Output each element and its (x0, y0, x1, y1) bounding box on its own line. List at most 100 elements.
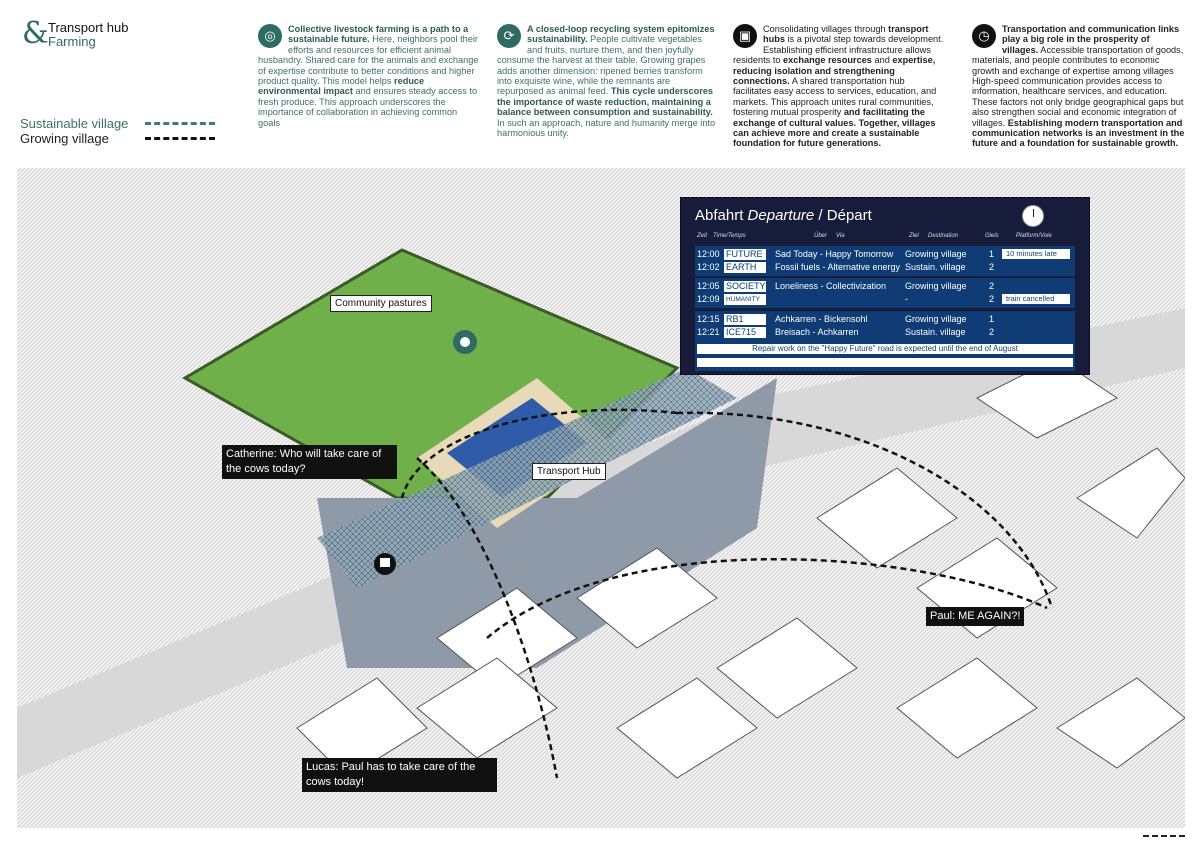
train-name: ICE715 (724, 327, 766, 338)
title-line-1: Transport hub (48, 20, 129, 35)
clock-icon: ◷ (972, 24, 996, 48)
route-via: Loneliness - Collectivization (775, 281, 887, 291)
header-time: Time/Temps (713, 233, 746, 239)
text: Consolidating villages through (763, 24, 889, 34)
plaza (317, 378, 777, 668)
board-title: Abfahrt Departure / Départ (695, 207, 872, 224)
legend-sustainable: Sustainable village (20, 116, 215, 131)
track-number: 2 (989, 327, 995, 337)
header-gleis: Gleis (985, 233, 999, 239)
status-note: 10 minutes late (1002, 249, 1070, 259)
text-recycling: ⟳ A closed-loop recycling system epitomi… (497, 24, 717, 138)
text-communication: ◷ Transportation and communication links… (972, 24, 1188, 149)
title-line-2: Farming (48, 34, 96, 49)
text-livestock: ◎ Collective livestock farming is a path… (258, 24, 480, 128)
text: and ensures steady access to fresh produ… (258, 86, 478, 128)
clock-icon (1022, 205, 1044, 227)
train-pin-icon (374, 553, 396, 575)
departure-time: 12:00 (697, 249, 720, 259)
legend: Sustainable village Growing village (20, 116, 215, 146)
track-number: 2 (989, 262, 995, 272)
title-fr: Départ (826, 207, 872, 224)
header-ziel: Ziel (909, 233, 919, 239)
text: In such an approach, nature and humanity… (497, 117, 716, 139)
text: A shared transportation hub facilitates … (733, 76, 937, 118)
train-name: FUTURE (724, 249, 766, 260)
bold: Transportation and communication links p… (1002, 24, 1180, 55)
separator: / (814, 207, 827, 224)
glass-station (317, 368, 737, 588)
departure-row: 12:09 HUMANITY - 2 train cancelled (695, 293, 1075, 306)
ampersand: & (22, 16, 49, 51)
text: People cultivate vegetables and fruits, … (497, 34, 706, 97)
route-via: Breisach - Achkarren (775, 327, 859, 337)
bold: This cycle underscores the importance of… (497, 86, 714, 118)
header-zeit: Zeit (697, 233, 708, 239)
train-name: HUMANITY (724, 294, 766, 305)
train-name: SOCIETY (724, 281, 766, 292)
bold: exchange resources (783, 55, 872, 66)
destination: Sustain. village (905, 262, 966, 272)
legend-label: Growing village (20, 131, 109, 146)
callout-pastures: Community pastures (330, 295, 432, 312)
departure-board: Abfahrt Departure / Départ Zeit Time/Tem… (680, 197, 1090, 375)
callout-paul: Paul: ME AGAIN?! (926, 607, 1025, 626)
bold: and facilitating the exchange of cultura… (733, 107, 936, 149)
train-icon: ▣ (733, 24, 757, 48)
bold: Collective livestock farming is a path t… (288, 24, 469, 45)
departure-row: 12:05 SOCIETY Loneliness - Collectivizatio… (695, 280, 1075, 293)
callout-transport-hub: Transport Hub (532, 463, 606, 480)
header-destination: Destination (928, 233, 959, 239)
departure-time: 12:21 (697, 327, 720, 337)
callout-catherine: Catherine: Who will take care of the cow… (222, 445, 397, 479)
departure-time: 12:05 (697, 281, 720, 291)
departure-row: 12:00 FUTURE Sad Today - Happy Tomorrow Gro… (695, 248, 1075, 261)
notice-text: Repair work on the "Happy Future" road i… (697, 344, 1073, 354)
route-via: Fossil fuels - Alternative energy (775, 262, 901, 272)
departure-row: 12:21 ICE715 Breisach - Achkarren Sustain. … (695, 326, 1075, 339)
recycle-icon: ⟳ (497, 24, 521, 48)
location-pin-icon (453, 330, 477, 354)
destination: Sustain. village (905, 327, 966, 337)
departure-row: 12:02 EARTH Fossil fuels - Alternative ene… (695, 261, 1075, 274)
notice-empty-line (697, 358, 1073, 367)
legend-label: Sustainable village (20, 116, 129, 131)
departure-time: 12:02 (697, 262, 720, 272)
header-via: Via (836, 233, 845, 239)
route-via: Sad Today - Happy Tomorrow (775, 249, 894, 259)
departure-group: 12:05 SOCIETY Loneliness - Collectivizatio… (695, 278, 1075, 308)
header-uber: Über (814, 233, 828, 239)
legend-growing: Growing village (20, 131, 215, 146)
text: is a pivotal step towards development. E… (733, 34, 944, 66)
livestock-icon: ◎ (258, 24, 282, 48)
dash-line-green (145, 122, 215, 125)
text: Accessible transportation of goods, mate… (972, 44, 1184, 128)
title-en: Departure (747, 207, 815, 224)
departure-time: 12:09 (697, 294, 720, 304)
callout-lucas: Lucas: Paul has to take care of the cows… (302, 758, 497, 792)
status-note: train cancelled (1002, 294, 1070, 304)
destination: Growing village (905, 249, 967, 259)
rail-track (17, 308, 1185, 778)
route-via: Achkarren - Bickensohl (775, 314, 868, 324)
track-number: 1 (989, 249, 995, 259)
dash-line-black (145, 137, 215, 140)
notice-panel: Repair work on the "Happy Future" road i… (695, 341, 1075, 371)
text: and (871, 55, 893, 66)
destination: - (905, 294, 908, 304)
train-name: EARTH (724, 262, 766, 273)
bold: transport hubs (763, 24, 929, 45)
bold: A closed-loop recycling system epitomize… (527, 24, 715, 45)
destination: Growing village (905, 281, 967, 291)
departure-group: 12:00 FUTURE Sad Today - Happy Tomorrow Gro… (695, 246, 1075, 276)
bold: expertise, reducing isolation and streng… (733, 55, 936, 87)
route-arrows (400, 408, 1054, 779)
departure-time: 12:15 (697, 314, 720, 324)
isometric-illustration: Community pastures Catherine: Who will t… (17, 168, 1185, 828)
destination: Growing village (905, 314, 967, 324)
text-transport-hubs: ▣ Consolidating villages through transpo… (733, 24, 945, 149)
title-de: Abfahrt (695, 207, 744, 224)
track-number: 2 (989, 294, 995, 304)
